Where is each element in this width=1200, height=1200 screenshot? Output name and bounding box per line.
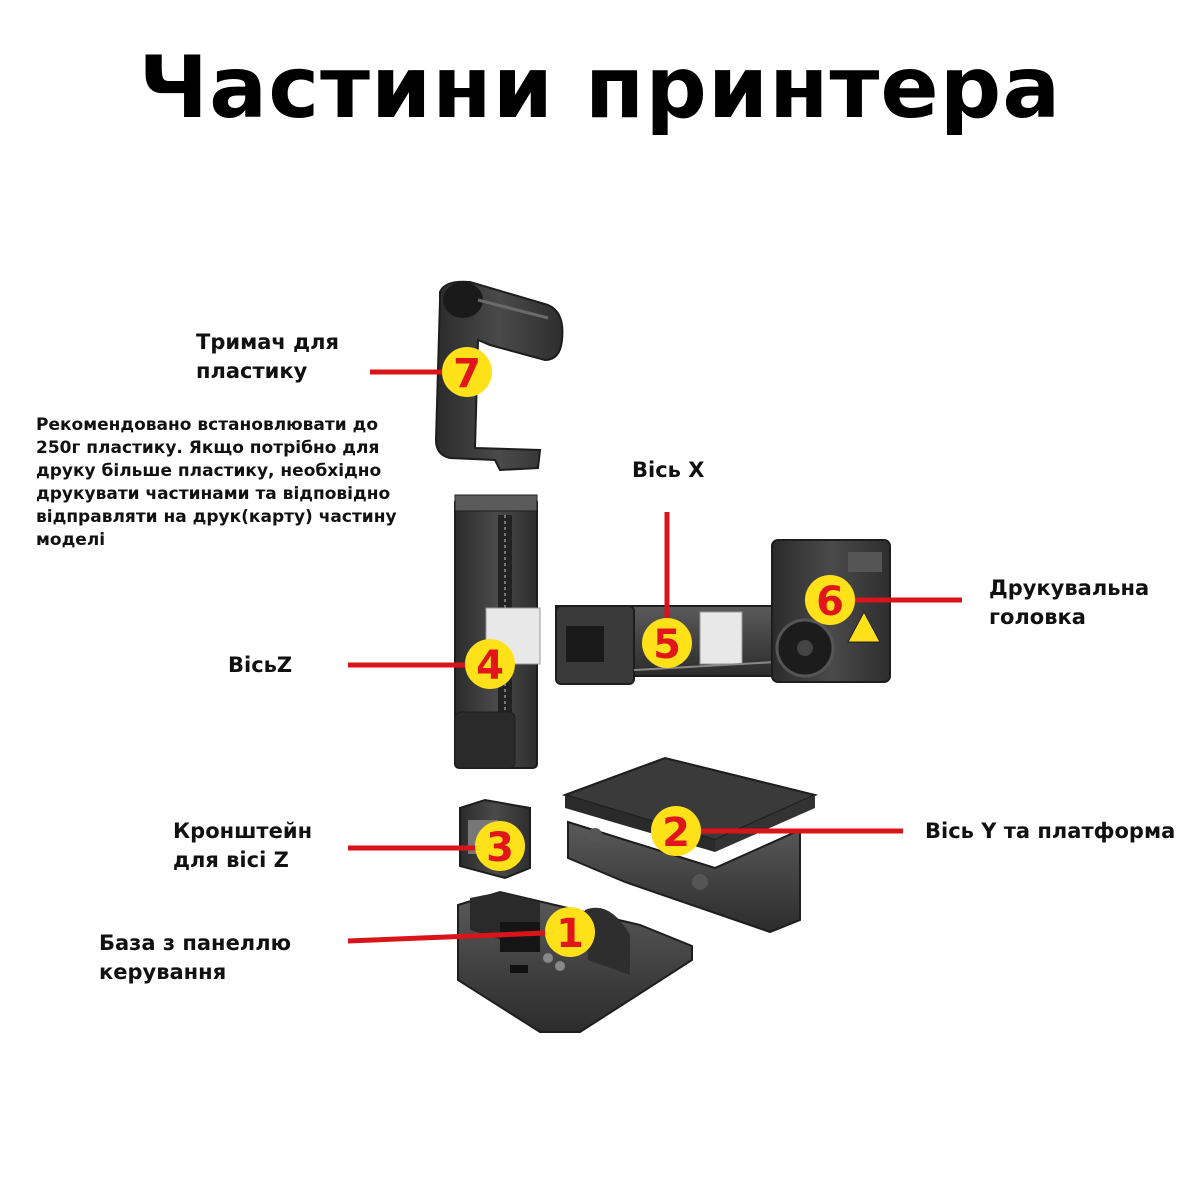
label-z-bracket-line-1: Кронштейн — [173, 819, 313, 843]
z-axis-part — [454, 494, 541, 769]
label-filament-holder-line-1: Тримач для — [196, 330, 339, 354]
label-control-base-line-1: База з панеллю — [99, 931, 291, 955]
badge-3: 3 — [475, 821, 525, 871]
label-control-base: База з панеллю керування — [99, 929, 291, 987]
badge-4: 4 — [465, 639, 515, 689]
label-print-head-line-2: головка — [989, 605, 1086, 629]
label-print-head: Друкувальна головка — [989, 574, 1149, 632]
label-z-bracket-line-2: для вісі Z — [173, 848, 289, 872]
badge-7-number: 7 — [453, 351, 481, 397]
badge-5-number: 5 — [653, 622, 681, 668]
label-filament-holder-line-2: пластику — [196, 359, 308, 383]
badge-2: 2 — [651, 806, 701, 856]
badge-5: 5 — [642, 618, 692, 668]
badge-7: 7 — [442, 347, 492, 397]
label-control-base-line-2: керування — [99, 960, 227, 984]
filament-note: Рекомендовано встановлювати до 250г плас… — [36, 415, 397, 550]
label-z-axis-line-1: ВісьZ — [228, 653, 293, 677]
label-filament-holder: Тримач для пластику — [196, 328, 339, 386]
badge-6: 6 — [805, 575, 855, 625]
control-base-part — [457, 890, 693, 1033]
label-x-axis: Вісь X — [632, 456, 704, 485]
label-y-axis-platform-line-1: Вісь Y та платформа — [925, 819, 1176, 843]
badge-2-number: 2 — [662, 810, 690, 856]
badge-3-number: 3 — [486, 825, 514, 871]
badge-1-number: 1 — [556, 911, 584, 957]
callout-line-1 — [347, 929, 571, 944]
badge-4-number: 4 — [476, 643, 504, 689]
label-y-axis-platform: Вісь Y та платформа — [925, 817, 1175, 846]
page-title: Частини принтера — [138, 38, 1062, 138]
callout-lines — [347, 369, 962, 944]
label-z-axis: ВісьZ — [228, 651, 292, 680]
badge-6-number: 6 — [816, 579, 844, 625]
label-z-bracket: Кронштейн для вісі Z — [173, 817, 312, 875]
y-axis-platform-part — [561, 756, 819, 934]
label-print-head-line-1: Друкувальна — [989, 576, 1150, 600]
filament-holder-part — [434, 280, 564, 472]
label-x-axis-line-1: Вісь X — [632, 458, 705, 482]
badge-1: 1 — [545, 907, 595, 957]
